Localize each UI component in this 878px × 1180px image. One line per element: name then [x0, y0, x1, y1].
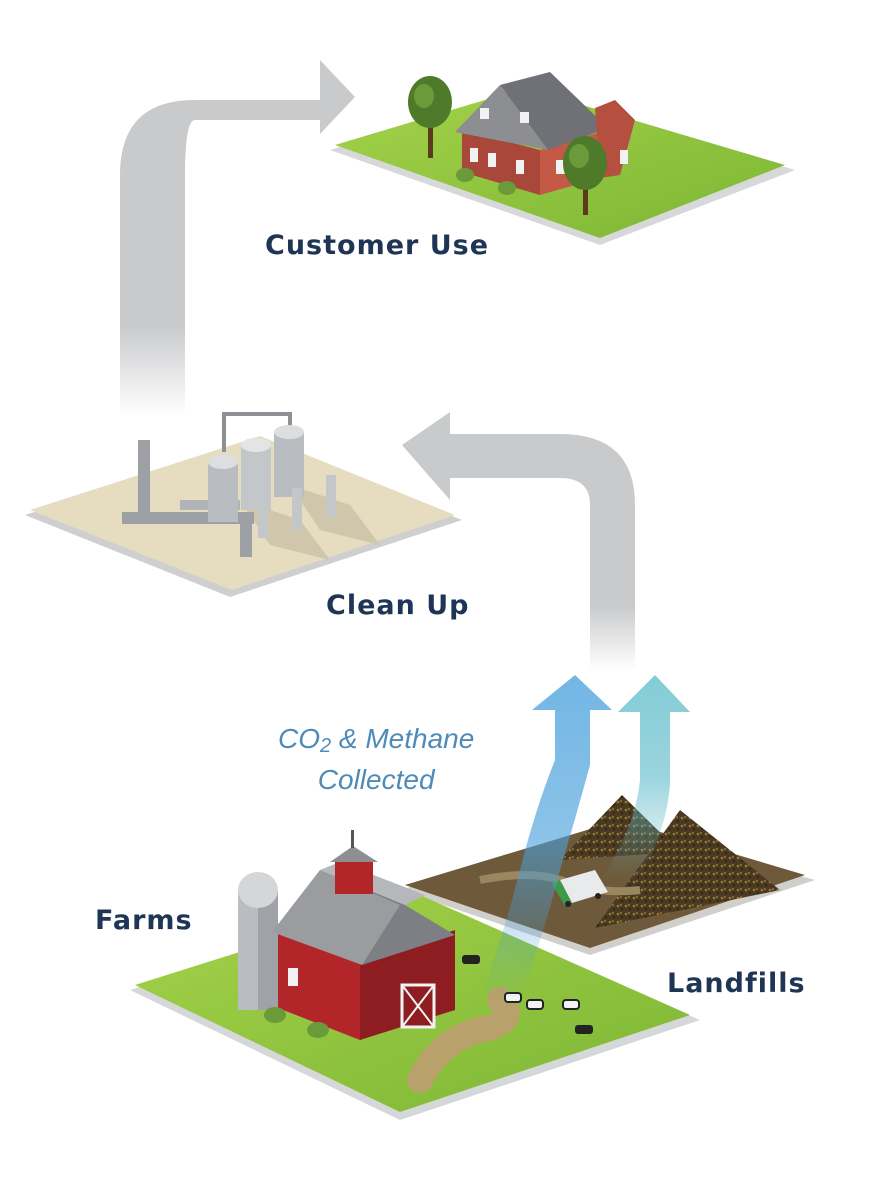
house-icon [455, 72, 635, 195]
cow-icon [462, 955, 480, 964]
processing-plant-icon [122, 412, 380, 560]
gas-subscript: 2 [320, 735, 332, 757]
tree-icon [408, 76, 452, 158]
cow-icon [575, 1025, 593, 1034]
tree-icon [563, 136, 607, 215]
gas-collected-label: CO2 & Methane Collected [278, 722, 474, 797]
garbage-truck-icon [552, 870, 608, 907]
landfill-tile [400, 795, 815, 955]
gas-arrow-teal [600, 675, 690, 880]
gas-label-line1: CO2 & Methane [278, 722, 474, 763]
landfills-label: Landfills [667, 968, 806, 999]
gas-methane-text: & Methane [331, 723, 475, 754]
clean-up-label: Clean Up [326, 590, 470, 621]
flow-arrow-to-cleanup [402, 412, 635, 670]
barn-icon [272, 830, 455, 1040]
gas-label-line2: Collected [317, 764, 435, 795]
gas-co-text: CO [278, 723, 320, 754]
cow-icon [526, 999, 544, 1010]
clean-up-tile [25, 412, 462, 597]
farms-label: Farms [95, 905, 193, 936]
customer-use-tile [330, 72, 795, 245]
farm-tile [130, 830, 700, 1120]
customer-use-label: Customer Use [265, 230, 490, 261]
silo-icon [238, 872, 278, 1010]
flow-arrow-to-customer [120, 60, 355, 415]
gas-arrow-blue [480, 675, 612, 1000]
cow-icon [562, 999, 580, 1010]
